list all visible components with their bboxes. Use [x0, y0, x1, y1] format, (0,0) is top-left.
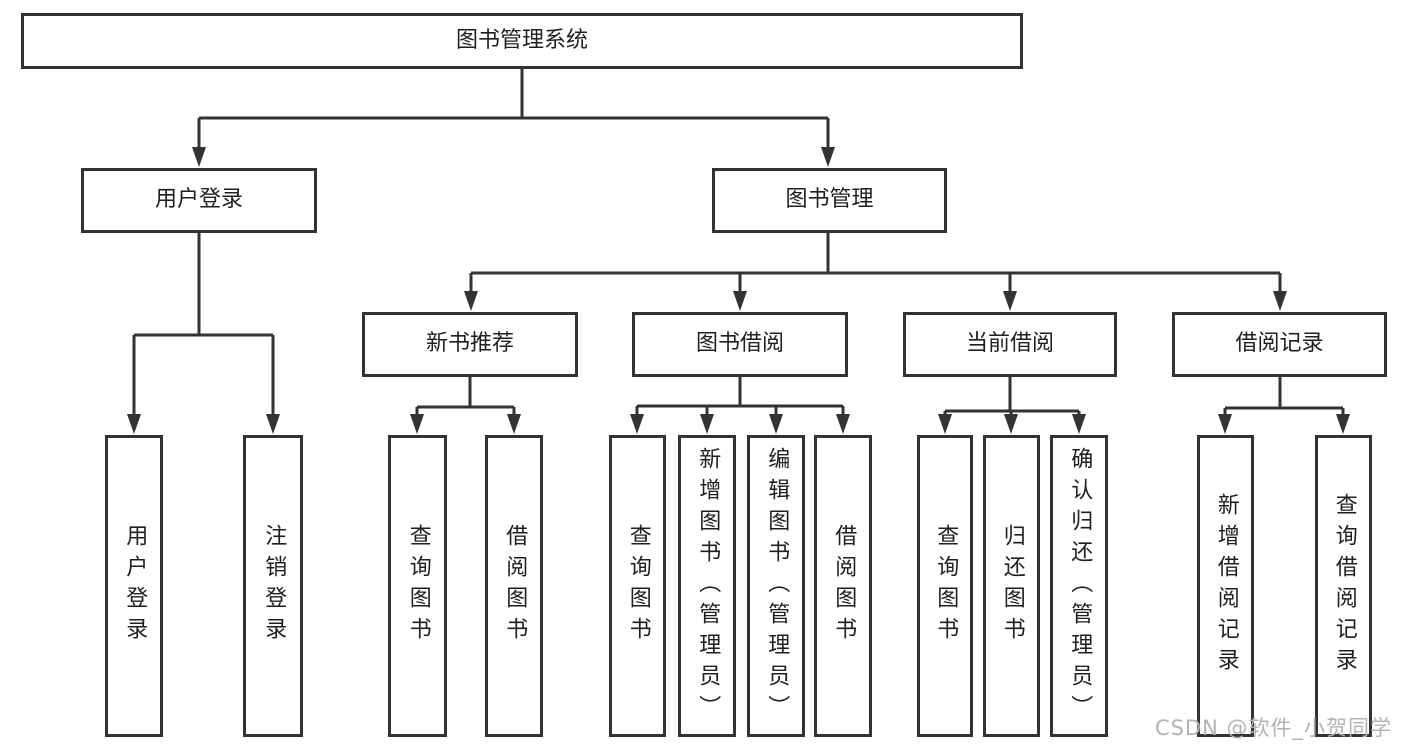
- leaf-label: 查询图书: [405, 524, 431, 648]
- node-label: 借阅记录: [1235, 331, 1324, 357]
- leaf-query-books-recommend: 查询图书: [388, 435, 447, 737]
- leaf-return-books: 归还图书: [983, 435, 1040, 737]
- leaf-borrow-books-recommend: 借阅图书: [485, 435, 543, 737]
- node-borrowing-records: 借阅记录: [1172, 312, 1387, 377]
- leaf-confirm-return-admin: 确认归还（管理员）: [1050, 435, 1108, 737]
- node-label: 当前借阅: [965, 331, 1054, 357]
- leaf-label: 编辑图书（管理员）: [764, 446, 790, 726]
- node-book-borrowing: 图书借阅: [632, 312, 848, 377]
- leaf-label: 查询图书: [625, 524, 651, 648]
- node-book-management: 图书管理: [712, 168, 947, 233]
- node-root-label: 图书管理系统: [455, 27, 588, 53]
- csdn-watermark: CSDN @软件_小贺同学: [1154, 716, 1392, 740]
- leaf-label: 借阅图书: [502, 524, 528, 648]
- node-label: 新书推荐: [425, 331, 514, 357]
- leaf-label: 借阅图书: [831, 524, 857, 648]
- leaf-query-books-borrow: 查询图书: [609, 435, 666, 737]
- leaf-label: 查询借阅记录: [1331, 493, 1357, 679]
- leaf-add-books-admin: 新增图书（管理员）: [678, 435, 736, 737]
- leaf-edit-books-admin: 编辑图书（管理员）: [747, 435, 805, 737]
- node-label: 用户登录: [154, 187, 243, 213]
- leaf-label: 新增图书（管理员）: [695, 446, 721, 726]
- leaf-label: 查询图书: [933, 524, 959, 648]
- leaf-label: 确认归还（管理员）: [1067, 446, 1093, 726]
- leaf-label: 用户登录: [122, 524, 148, 648]
- leaf-label: 注销登录: [261, 524, 287, 648]
- node-current-borrowing: 当前借阅: [903, 312, 1117, 377]
- leaf-label: 新增借阅记录: [1213, 493, 1239, 679]
- node-root: 图书管理系统: [21, 13, 1023, 69]
- leaf-user-login: 用户登录: [105, 435, 163, 737]
- leaf-logout: 注销登录: [243, 435, 303, 737]
- node-label: 图书管理: [785, 187, 874, 213]
- leaf-borrow-books: 借阅图书: [814, 435, 872, 737]
- leaf-query-borrow-record: 查询借阅记录: [1315, 435, 1372, 737]
- leaf-add-borrow-record: 新增借阅记录: [1197, 435, 1254, 737]
- leaf-query-books-current: 查询图书: [917, 435, 973, 737]
- leaf-label: 归还图书: [999, 524, 1025, 648]
- node-label: 图书借阅: [695, 331, 784, 357]
- node-user-login: 用户登录: [81, 168, 317, 233]
- node-new-book-recommendation: 新书推荐: [362, 312, 578, 377]
